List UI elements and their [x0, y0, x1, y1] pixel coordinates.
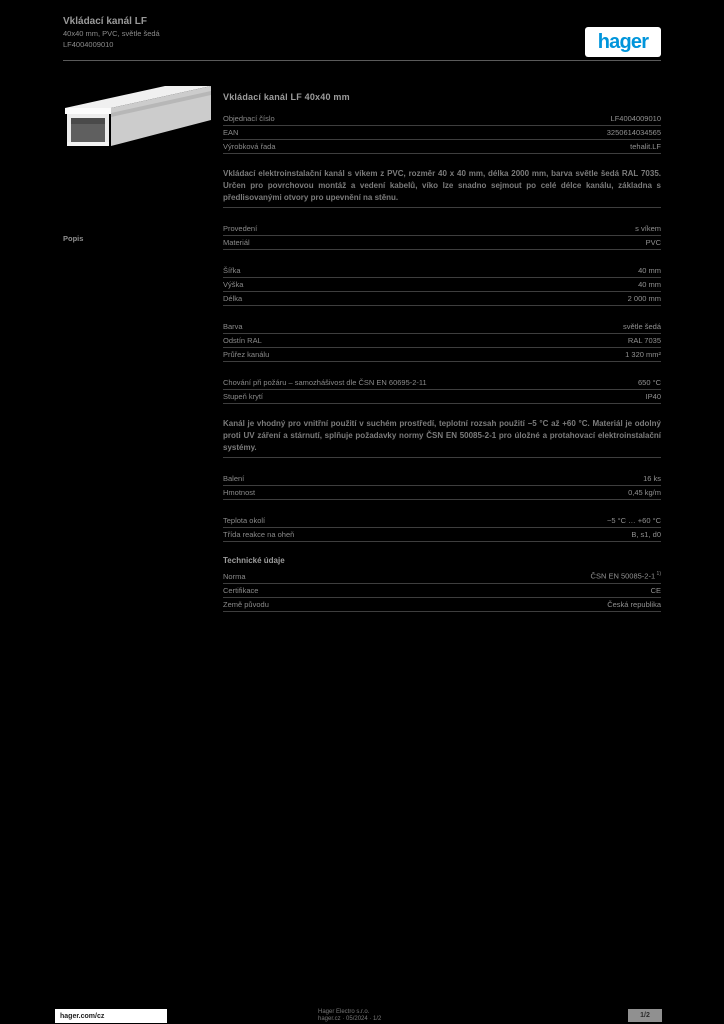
page-title: Vkládací kanál LF 40x40 mm	[223, 92, 350, 102]
section-label: Popis	[63, 234, 84, 243]
spec-group: Šířka 40 mm Výška 40 mm Délka 2 000 mm	[223, 264, 661, 306]
spec-label: Odstín RAL	[223, 336, 262, 345]
spec-label: Stupeň krytí	[223, 392, 264, 401]
spec-group: Kanál je vhodný pro vnitřní použití v su…	[223, 418, 661, 458]
header-divider	[63, 60, 661, 61]
header-text: Vkládací kanál LF 40x40 mm, PVC, světle …	[63, 16, 213, 49]
spec-label: Průřez kanálu	[223, 350, 270, 359]
footnote-marker: 1)	[655, 571, 661, 577]
product-family-title: Vkládací kanál LF	[63, 16, 147, 27]
spec-row: EAN 3250614034565	[223, 126, 661, 140]
spec-label: Barva	[223, 322, 243, 331]
spec-value: RAL 7035	[627, 336, 661, 345]
spec-value: 0,45 kg/m	[628, 488, 661, 497]
spec-label: Třída reakce na oheň	[223, 530, 295, 539]
spec-value: tehalit.LF	[630, 142, 661, 151]
spec-label: Provedení	[223, 224, 258, 233]
spec-label: Šířka	[223, 266, 241, 275]
product-reference: LF4004009010	[63, 39, 114, 49]
spec-value: světle šedá	[623, 322, 661, 331]
spec-label: Výška	[223, 280, 244, 289]
footer-meta: hager.cz · 05/2024 · 1/2	[318, 1016, 382, 1022]
spec-row: Výška 40 mm	[223, 278, 661, 292]
spec-value: CE	[650, 585, 661, 595]
spec-groups: Objednací číslo LF4004009010 EAN 3250614…	[223, 112, 661, 612]
spec-value: −5 °C … +60 °C	[607, 516, 661, 525]
footer-site-text[interactable]: hager.com/cz	[60, 1012, 105, 1020]
spec-value: 40 mm	[638, 280, 661, 289]
trunking-illustration	[65, 86, 211, 146]
spec-value: 650 °C	[637, 378, 661, 387]
spec-label: Teplota okolí	[223, 516, 266, 525]
spec-value: B, s1, d0	[631, 530, 661, 539]
spec-row: Odstín RAL RAL 7035	[223, 334, 661, 348]
spec-paragraph: Kanál je vhodný pro vnitřní použití v su…	[223, 418, 661, 458]
spec-group: Technické údaje Norma ČSN EN 50085-2-1 1…	[223, 556, 661, 612]
spec-row: Délka 2 000 mm	[223, 292, 661, 306]
spec-label: Země původu	[223, 599, 269, 609]
spec-row: Teplota okolí −5 °C … +60 °C	[223, 514, 661, 528]
spec-value: LF4004009010	[610, 114, 661, 123]
spec-value: 2 000 mm	[627, 294, 661, 303]
spec-value: s víkem	[635, 224, 661, 233]
footer-info: Hager Electro s.r.o. hager.cz · 05/2024 …	[318, 1009, 381, 1023]
product-subtitle: 40x40 mm, PVC, světle šedá	[63, 29, 160, 38]
spec-row: Barva světle šedá	[223, 320, 661, 334]
spec-label: Výrobková řada	[223, 142, 276, 151]
spec-label: Délka	[223, 294, 243, 303]
spec-value: 1 320 mm²	[625, 350, 661, 359]
spec-group: Barva světle šedá Odstín RAL RAL 7035 Pr…	[223, 320, 661, 362]
spec-label: Objednací číslo	[223, 114, 275, 123]
spec-row: Norma ČSN EN 50085-2-1 1)	[223, 568, 661, 584]
spec-row: Průřez kanálu 1 320 mm²	[223, 348, 661, 362]
spec-value: Česká republika	[607, 599, 661, 609]
spec-group: Teplota okolí −5 °C … +60 °C Třída reakc…	[223, 514, 661, 542]
hager-logo-text: hager	[597, 30, 649, 53]
spec-row: Materiál PVC	[223, 236, 661, 250]
spec-row: Země původu Česká republika	[223, 598, 661, 612]
spec-label: Materiál	[223, 238, 250, 247]
spec-label: EAN	[223, 128, 239, 137]
spec-row: Hmotnost 0,45 kg/m	[223, 486, 661, 500]
spec-value: IP40	[645, 392, 661, 401]
footer-company: Hager Electro s.r.o.	[318, 1009, 370, 1015]
spec-label: Norma	[223, 571, 246, 581]
spec-label: Certifikace	[223, 585, 259, 595]
group-title: Technické údaje	[223, 556, 285, 565]
footer-site-link[interactable]: hager.com/cz	[55, 1009, 167, 1023]
spec-row: Certifikace CE	[223, 584, 661, 598]
product-photo	[63, 84, 213, 150]
spec-value: PVC	[645, 238, 661, 247]
hager-logo: hager	[585, 27, 661, 57]
spec-row: Stupeň krytí IP40	[223, 390, 661, 404]
spec-group: Objednací číslo LF4004009010 EAN 3250614…	[223, 112, 661, 154]
spec-row: Výrobková řada tehalit.LF	[223, 140, 661, 154]
spec-row: Provedení s víkem	[223, 222, 661, 236]
spec-label: Hmotnost	[223, 488, 256, 497]
spec-row: Šířka 40 mm	[223, 264, 661, 278]
spec-row: Chování při požáru – samozhášivost dle Č…	[223, 376, 661, 390]
spec-row: Třída reakce na oheň B, s1, d0	[223, 528, 661, 542]
spec-content: Vkládací kanál LF 40x40 mm Objednací čís…	[223, 92, 661, 626]
spec-group: Provedení s víkem Materiál PVC	[223, 222, 661, 250]
spec-group: Balení 16 ks Hmotnost 0,45 kg/m	[223, 472, 661, 500]
spec-paragraph: Vkládací elektroinstalační kanál s víkem…	[223, 168, 661, 208]
spec-label: Chování při požáru – samozhášivost dle Č…	[223, 378, 427, 387]
spec-group: Chování při požáru – samozhášivost dle Č…	[223, 376, 661, 404]
spec-group: Vkládací elektroinstalační kanál s víkem…	[223, 168, 661, 208]
spec-row: Balení 16 ks	[223, 472, 661, 486]
spec-value: ČSN EN 50085-2-1 1)	[590, 571, 661, 581]
page-number-badge: 1/2	[628, 1009, 662, 1022]
spec-value: 16 ks	[643, 474, 661, 483]
spec-value: 3250614034565	[606, 128, 661, 137]
spec-value: 40 mm	[638, 266, 661, 275]
spec-row: Objednací číslo LF4004009010	[223, 112, 661, 126]
spec-label: Balení	[223, 474, 245, 483]
